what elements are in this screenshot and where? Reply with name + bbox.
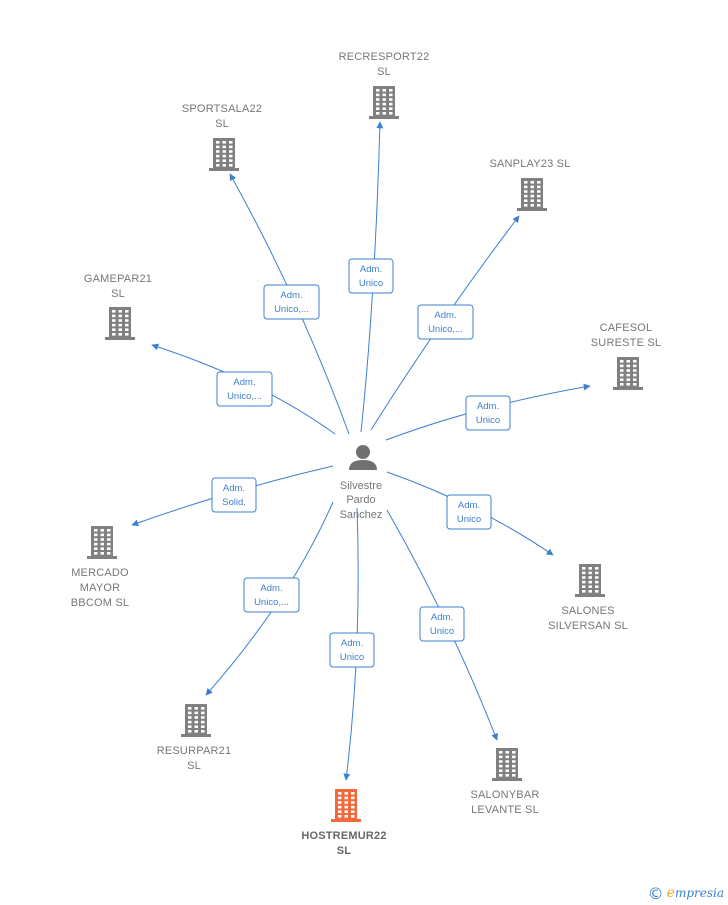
role-badge-text: Adm. bbox=[434, 310, 456, 321]
company-label-line: SALONYBAR bbox=[470, 789, 539, 801]
company-node-salonybar-levante[interactable]: SALONYBAR LEVANTE SL bbox=[470, 748, 539, 816]
role-badge-sportsala22[interactable]: Adm. Unico,... bbox=[263, 284, 320, 320]
building-icon bbox=[87, 526, 117, 559]
role-badge-text: Unico bbox=[430, 626, 454, 637]
role-badge-text: Unico bbox=[340, 652, 364, 663]
role-badge-salones-silversan[interactable]: Adm. Unico bbox=[446, 494, 492, 530]
company-label-line: MERCADO bbox=[71, 567, 129, 579]
role-badge-text: Solid. bbox=[222, 497, 246, 508]
company-label-line: SL bbox=[111, 288, 125, 300]
person-node[interactable]: Silvestre Pardo Sanchez bbox=[340, 445, 383, 521]
company-label-line: HOSTREMUR22 bbox=[301, 830, 386, 842]
company-label-line: SPORTSALA22 bbox=[182, 103, 262, 115]
building-icon bbox=[209, 138, 239, 171]
person-name-line-1: Silvestre bbox=[340, 480, 382, 492]
person-name-line-3: Sanchez bbox=[340, 509, 383, 521]
company-label-line: SANPLAY23 SL bbox=[489, 158, 570, 170]
company-node-cafesol-sureste[interactable]: CAFESOL SURESTE SL bbox=[591, 322, 661, 390]
role-badge-cafesol-sureste[interactable]: Adm. Unico bbox=[465, 395, 511, 431]
role-badge-text: Unico bbox=[476, 415, 500, 426]
company-label-line: SURESTE SL bbox=[591, 337, 661, 349]
building-icon bbox=[105, 307, 135, 340]
role-badge-text: Unico,... bbox=[428, 324, 463, 335]
role-badge-hostremur22[interactable]: Adm. Unico bbox=[329, 632, 375, 668]
role-badge-text: Adm. bbox=[341, 638, 363, 649]
company-label-line: GAMEPAR21 bbox=[84, 273, 152, 285]
company-label-line: SL bbox=[215, 118, 229, 130]
company-label-line: SL bbox=[187, 760, 201, 772]
company-node-mercado-mayor-bbcom[interactable]: MERCADO MAYOR BBCOM SL bbox=[71, 526, 129, 609]
company-label-line: MAYOR bbox=[80, 582, 121, 594]
role-badge-text: Unico bbox=[359, 278, 383, 289]
role-badge-mercado-mayor-bbcom[interactable]: Adm. Solid. bbox=[211, 477, 257, 513]
building-icon bbox=[613, 357, 643, 390]
role-badge-text: Unico,... bbox=[227, 391, 262, 402]
building-icon bbox=[575, 564, 605, 597]
role-badge-gamepar21[interactable]: Adm. Unico,... bbox=[216, 371, 273, 407]
role-badge-resurpar21[interactable]: Adm. Unico,... bbox=[243, 577, 300, 613]
company-node-salones-silversan[interactable]: SALONES SILVERSAN SL bbox=[548, 564, 628, 632]
company-label-line: CAFESOL bbox=[600, 322, 653, 334]
role-badge-text: Adm. bbox=[280, 290, 302, 301]
role-badge-text: Adm. bbox=[360, 264, 382, 275]
building-icon bbox=[492, 748, 522, 781]
company-node-sanplay23[interactable]: SANPLAY23 SL bbox=[489, 158, 570, 211]
building-icon bbox=[517, 178, 547, 211]
role-badge-sanplay23[interactable]: Adm. Unico,... bbox=[417, 304, 474, 340]
company-label-line: SL bbox=[337, 845, 352, 857]
company-label-line: LEVANTE SL bbox=[471, 804, 539, 816]
role-badge-text: Unico bbox=[457, 514, 481, 525]
brand-logo[interactable]: empresia bbox=[666, 885, 724, 901]
company-label-line: RESURPAR21 bbox=[157, 745, 232, 757]
role-badge-salonybar-levante[interactable]: Adm. Unico bbox=[419, 606, 465, 642]
role-badge-text: Unico,... bbox=[254, 597, 289, 608]
role-badge-recresport22[interactable]: Adm. Unico bbox=[348, 258, 394, 294]
company-label-line: BBCOM SL bbox=[71, 597, 129, 609]
person-icon bbox=[349, 445, 377, 470]
role-badge-text: Adm. bbox=[260, 583, 282, 594]
building-icon bbox=[369, 86, 399, 119]
person-name-line-2: Pardo bbox=[346, 494, 375, 506]
company-label-line: SALONES bbox=[561, 605, 614, 617]
role-badge-text: Adm. bbox=[458, 500, 480, 511]
footer-brand: © empresia bbox=[648, 883, 724, 903]
role-badge-text: Adm. bbox=[431, 612, 453, 623]
role-badge-text: Adm. bbox=[223, 483, 245, 494]
role-badge-text: Adm. bbox=[233, 377, 255, 388]
building-icon bbox=[181, 704, 211, 737]
role-badge-text: Adm. bbox=[477, 401, 499, 412]
company-label-line: SILVERSAN SL bbox=[548, 620, 628, 632]
copyright-icon: © bbox=[647, 883, 664, 903]
building-icon bbox=[331, 789, 361, 822]
company-label-line: RECRESPORT22 bbox=[339, 51, 430, 63]
role-badge-text: Unico,... bbox=[274, 304, 309, 315]
company-label-line: SL bbox=[377, 66, 391, 78]
